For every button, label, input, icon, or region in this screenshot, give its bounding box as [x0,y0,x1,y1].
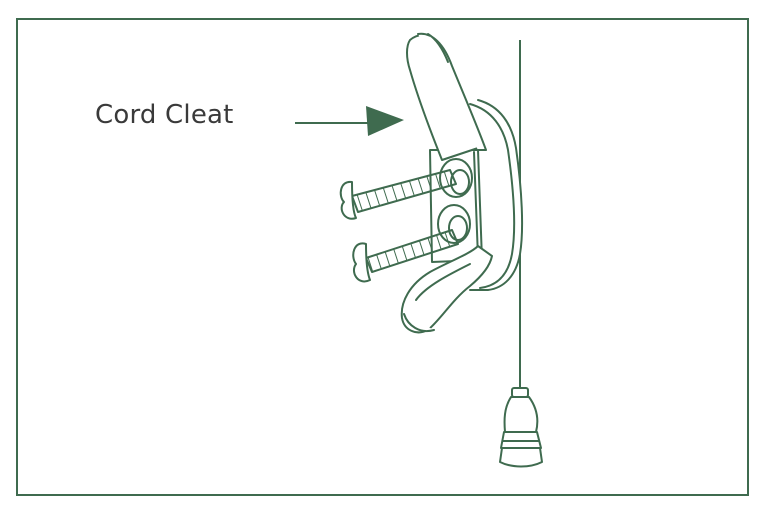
screw-icon [352,229,459,283]
screw-icon [339,169,457,220]
arrow-icon [295,106,404,136]
cord-weight-icon [499,387,543,468]
cord-cleat-label: Cord Cleat [95,100,234,130]
diagram-frame [16,18,749,496]
